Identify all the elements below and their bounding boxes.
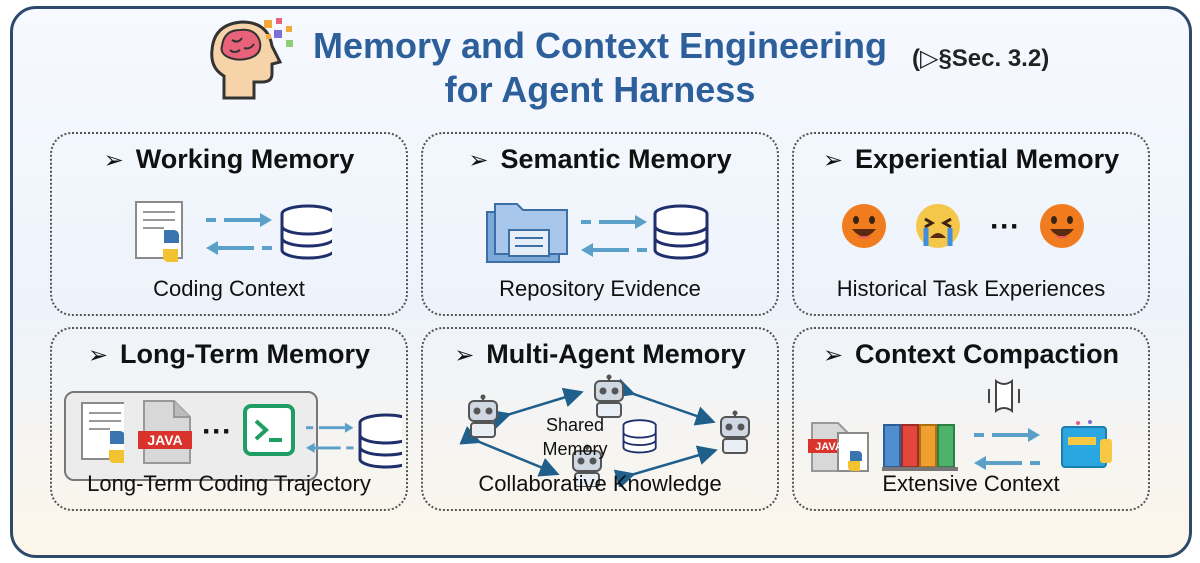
diagram-title: Memory and Context Engineering for Agent… xyxy=(300,24,900,112)
card-title: ➢Semantic Memory xyxy=(468,144,732,174)
happy-face-icon xyxy=(1040,204,1084,248)
java-file-icon xyxy=(138,400,192,464)
semantic-memory-illustration xyxy=(486,203,709,263)
bullet-arrow-icon: ➢ xyxy=(468,147,489,174)
card-caption: Long-Term Coding Trajectory xyxy=(87,471,371,496)
python-file-icon xyxy=(135,201,183,263)
java-file-label: JAVA xyxy=(147,432,183,448)
robot-icon xyxy=(468,393,498,438)
swap-arrows-icon xyxy=(579,213,649,259)
card-caption: Historical Task Experiences xyxy=(836,276,1106,301)
card-caption: Collaborative Knowledge xyxy=(478,471,722,496)
java-file-label: JAVA xyxy=(815,441,843,453)
bullet-arrow-icon: ➢ xyxy=(454,342,475,369)
ellipsis: ··· xyxy=(202,415,232,448)
card-experiential-memory: ➢Experiential Memory ··· Historical Task… xyxy=(792,132,1150,316)
section-reference: (▷§Sec. 3.2) xyxy=(912,45,1050,72)
swap-arrows-icon xyxy=(204,211,274,257)
brain-head-icon xyxy=(210,18,293,100)
card-semantic-memory: ➢Semantic Memory Repository Evidence xyxy=(421,132,779,316)
card-title: ➢Multi-Agent Memory xyxy=(454,339,746,369)
binders-icon xyxy=(882,424,958,471)
database-icon xyxy=(358,413,402,469)
robot-icon xyxy=(594,373,624,418)
python-file-icon xyxy=(81,402,124,464)
working-memory-illustration xyxy=(135,201,332,263)
java-python-files-icon xyxy=(808,422,869,472)
database-icon xyxy=(653,204,709,260)
card-title: ➢Long-Term Memory xyxy=(87,339,371,369)
agent-network-illustration xyxy=(459,373,750,487)
crying-face-icon xyxy=(916,204,960,248)
happy-face-icon xyxy=(842,204,886,248)
swap-arrows-icon xyxy=(974,426,1042,472)
card-working-memory: ➢Working Memory Coding Context xyxy=(50,132,408,316)
network-arrows xyxy=(459,378,718,487)
card-caption: Coding Context xyxy=(153,276,305,301)
shared-memory-label: Shared Memory xyxy=(542,415,608,459)
card-multi-agent-memory: ➢Multi-Agent Memory Shared Memory Collab… xyxy=(421,327,779,511)
bullet-arrow-icon: ➢ xyxy=(87,342,109,369)
title-line-1: Memory and Context Engineering xyxy=(312,25,888,66)
bullet-arrow-icon: ➢ xyxy=(822,147,843,174)
card-title: ➢Context Compaction xyxy=(822,339,1120,369)
title-line-2: for Agent Harness xyxy=(444,69,756,110)
database-icon xyxy=(280,204,332,260)
bullet-arrow-icon: ➢ xyxy=(822,342,844,369)
card-context-compaction: ➢Context Compaction JAVA Extensive Conte… xyxy=(792,327,1150,511)
bullet-arrow-icon: ➢ xyxy=(103,147,124,174)
compact-folder-icon xyxy=(1061,420,1112,468)
terminal-icon xyxy=(243,404,295,456)
robot-icon xyxy=(720,409,750,454)
card-long-term-memory: ➢Long-Term Memory JAVA ··· Long-Term Cod… xyxy=(50,327,408,511)
ellipsis: ··· xyxy=(990,210,1020,243)
card-caption: Repository Evidence xyxy=(499,276,701,301)
card-caption: Extensive Context xyxy=(882,471,1060,496)
long-term-storage-illustration xyxy=(306,413,402,469)
swap-arrows-icon xyxy=(306,421,355,455)
folders-icon xyxy=(486,203,568,263)
card-title: ➢Experiential Memory xyxy=(822,144,1120,174)
database-icon xyxy=(622,419,657,454)
compress-document-icon xyxy=(988,379,1020,413)
card-title: ➢Working Memory xyxy=(103,144,355,174)
